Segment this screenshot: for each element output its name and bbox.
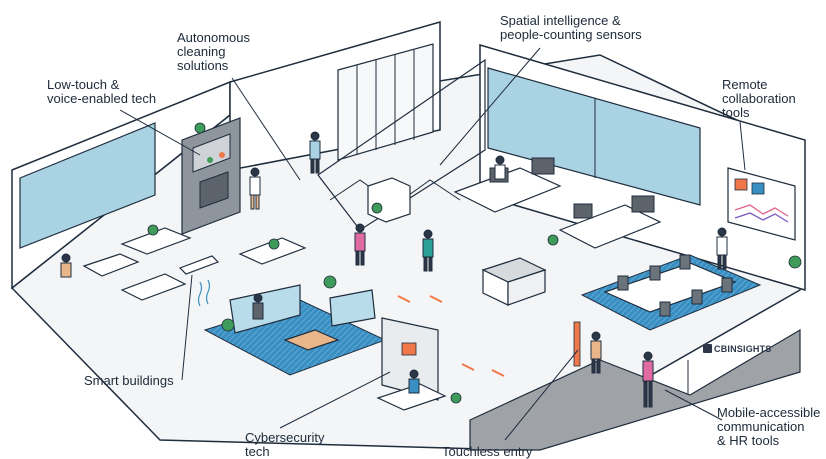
- brand-text: CBINSIGHTS: [714, 344, 772, 354]
- glass-partition: [317, 58, 486, 231]
- person-left-table: [60, 253, 72, 278]
- person-cyber: [408, 369, 420, 394]
- conference-table: [603, 262, 737, 313]
- label-touchless-entry: Touchless entry: [442, 444, 533, 459]
- cyber-glass: [381, 317, 439, 401]
- label-mobile-accessible: Mobile-accessible communication & HR too…: [717, 405, 821, 448]
- whiteboard: [727, 167, 796, 241]
- label-cybersecurity: Cybersecurity tech: [245, 430, 325, 459]
- hvac-unit: [178, 255, 220, 275]
- label-remote-collaboration: Remote collaboration tools: [722, 77, 796, 120]
- conference-chairs: [617, 254, 733, 317]
- desks: [453, 167, 662, 249]
- brand-mark-icon: [703, 344, 712, 353]
- person-cleaning: [309, 131, 321, 174]
- left-tables: [82, 227, 307, 301]
- left-window: [19, 122, 156, 249]
- person-walking-pink: [354, 223, 366, 266]
- person-sofa: [252, 293, 264, 320]
- person-entry: [590, 331, 602, 374]
- person-walking-teal: [422, 229, 434, 272]
- sofa: [229, 284, 376, 334]
- kitchen-cabinet: [181, 117, 241, 235]
- person-mobile: [642, 351, 654, 408]
- label-autonomous-cleaning: Autonomous cleaning solutions: [177, 30, 250, 73]
- entry-floor: [469, 328, 801, 451]
- right-window: [487, 67, 701, 206]
- label-low-touch: Low-touch & voice-enabled tech: [47, 77, 157, 106]
- label-spatial-intelligence: Spatial intelligence & people-counting s…: [500, 13, 642, 42]
- plants: [147, 122, 802, 404]
- people: [60, 131, 728, 408]
- printer: [481, 257, 547, 306]
- person-desk: [494, 155, 506, 180]
- label-smart-buildings: Smart buildings: [84, 373, 174, 388]
- brand-logo: CBINSIGHTS: [703, 344, 772, 354]
- person-whiteboard: [716, 227, 728, 270]
- leader-lines: [119, 47, 746, 441]
- person-kitchen: [249, 167, 261, 210]
- cyber-desk: [376, 383, 447, 411]
- coffee-table: [283, 329, 340, 351]
- walk-arrows: [397, 295, 505, 377]
- cleaning-robot: [367, 177, 411, 223]
- entry-sensor: [573, 321, 581, 367]
